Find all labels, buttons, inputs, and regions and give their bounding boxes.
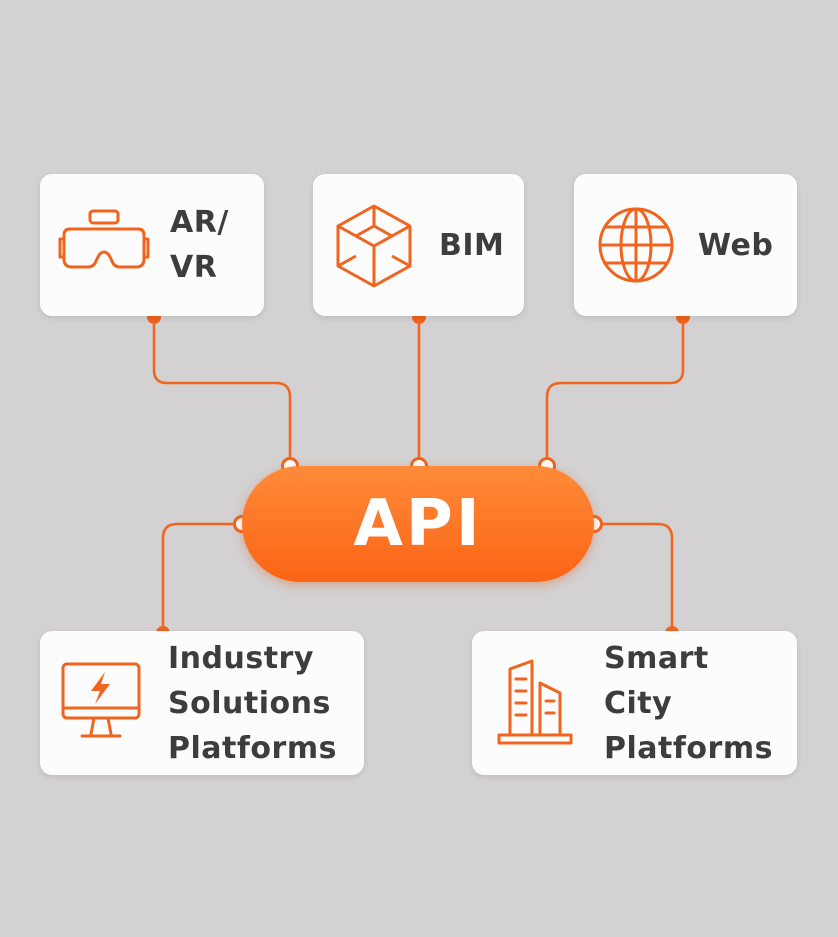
city-buildings-icon: [497, 659, 573, 745]
connector-industry: [161, 522, 242, 633]
api-hub: API: [242, 466, 594, 582]
label-line: Web: [698, 227, 774, 263]
label-line: City: [604, 685, 673, 721]
node-card-industry: Industry Solutions Platforms: [40, 631, 364, 775]
node-label-smart-city: Smart City Platforms: [604, 636, 773, 771]
wireframe-cube-icon: [336, 204, 412, 288]
globe-icon: [598, 207, 674, 283]
node-label-industry: Industry Solutions Platforms: [168, 636, 337, 771]
connector-smart-city: [594, 522, 674, 633]
node-card-smart-city: Smart City Platforms: [472, 631, 797, 775]
label-line: Solutions: [168, 685, 331, 721]
node-card-bim: BIM: [313, 174, 524, 316]
label-line: AR/: [170, 205, 229, 240]
connector-web: [545, 317, 685, 466]
label-line: BIM: [439, 227, 505, 263]
node-label-ar-vr: AR/ VR: [170, 200, 229, 290]
node-label-web: Web: [698, 223, 773, 268]
connector-ar-vr: [152, 317, 292, 466]
node-card-ar-vr: AR/ VR: [40, 174, 264, 316]
label-line: Platforms: [604, 730, 773, 766]
label-line: Smart: [604, 640, 709, 676]
node-label-bim: BIM: [439, 223, 504, 268]
monitor-lightning-icon: [61, 662, 141, 738]
api-hub-label: API: [353, 487, 483, 561]
node-card-web: Web: [574, 174, 797, 316]
label-line: VR: [170, 250, 218, 285]
vr-headset-icon: [58, 209, 150, 269]
label-line: Platforms: [168, 730, 337, 766]
label-line: Industry: [168, 640, 314, 676]
